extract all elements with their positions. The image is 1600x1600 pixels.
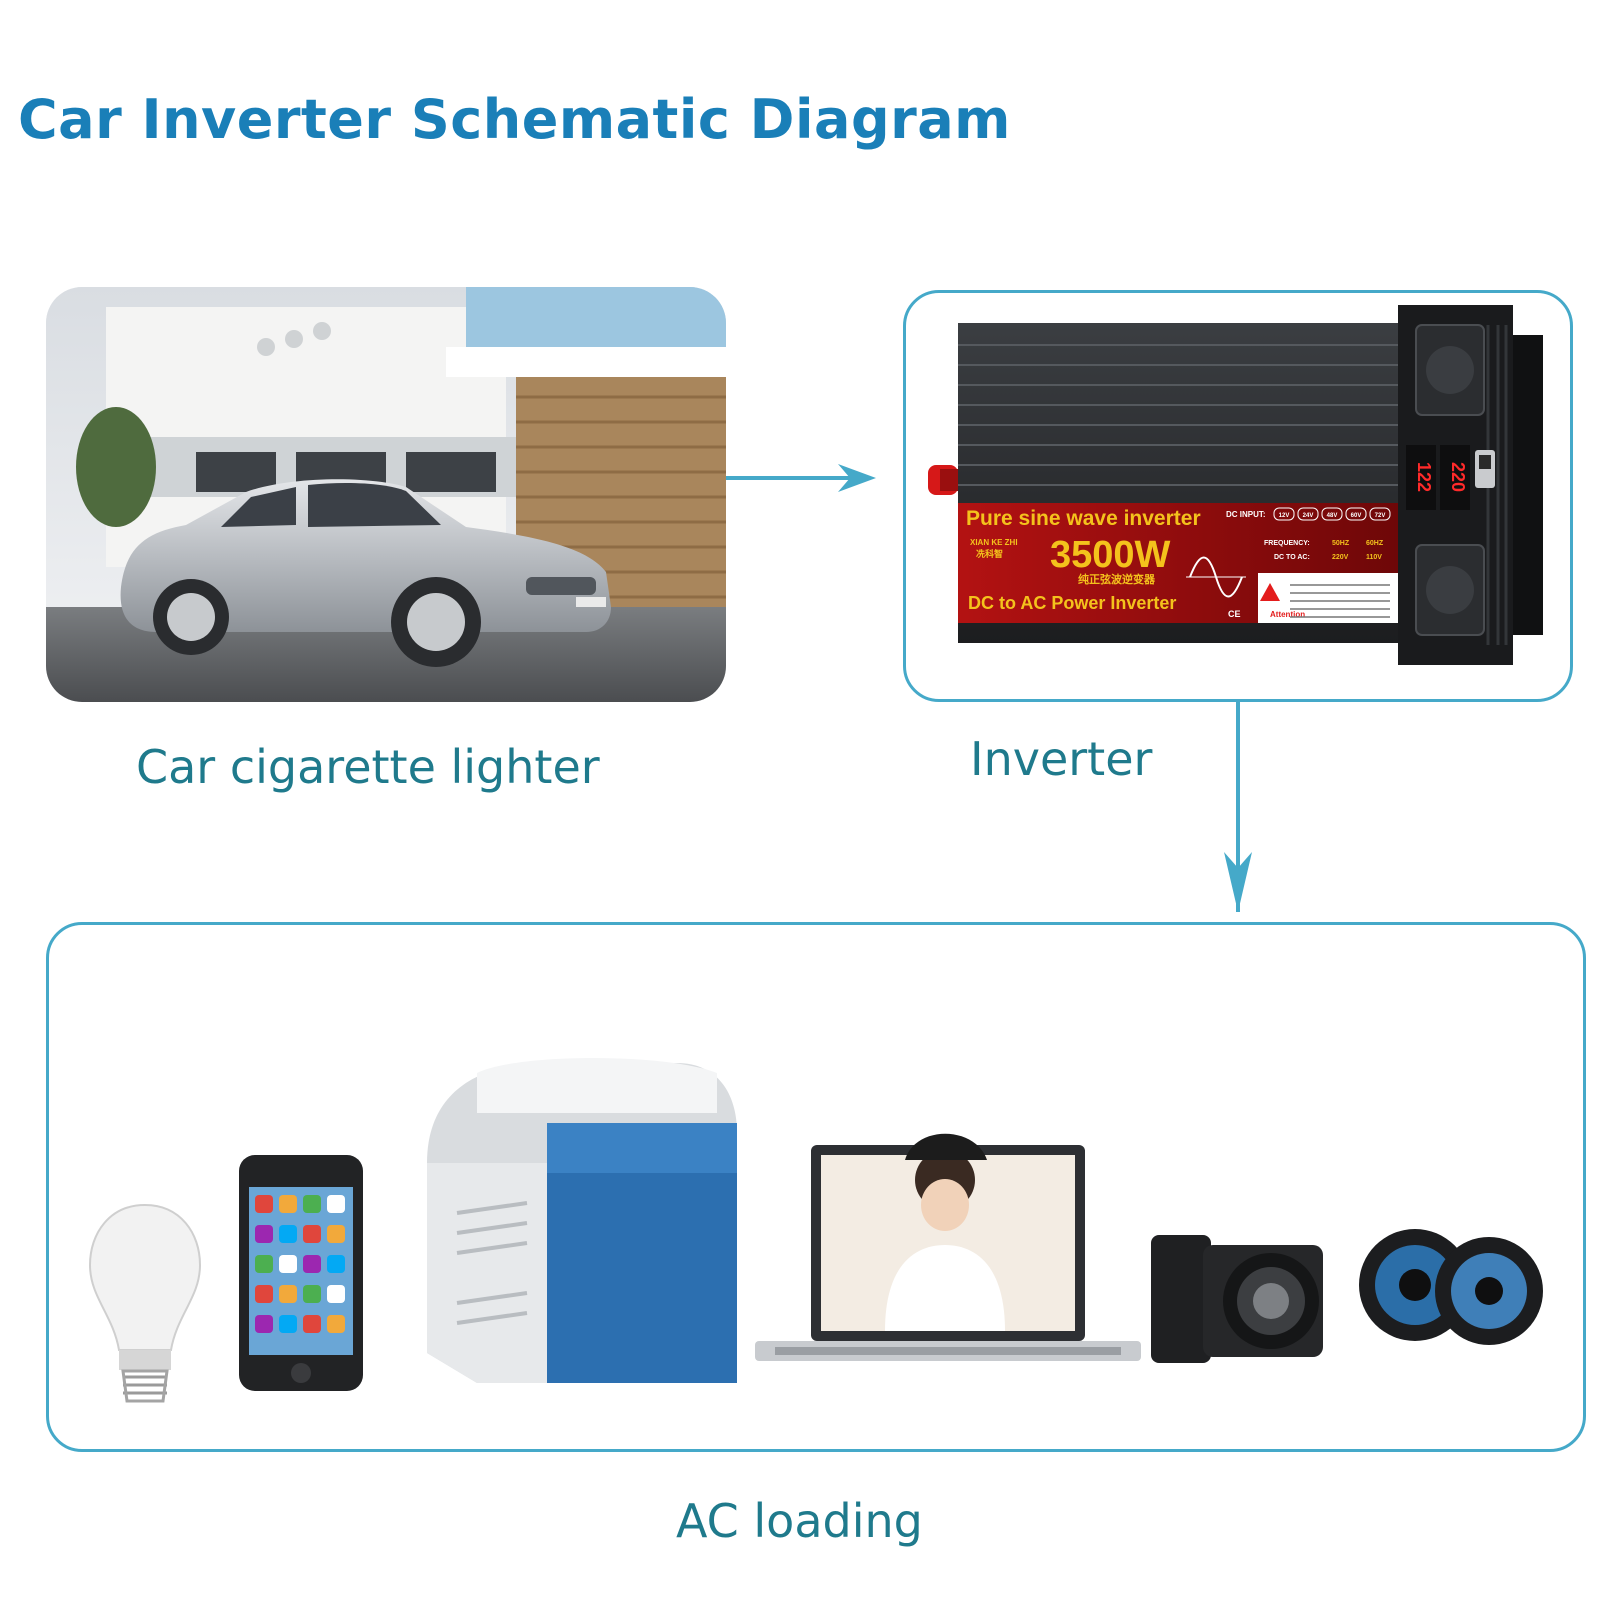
dc-to-ac-label: DC TO AC:	[1274, 554, 1310, 561]
app-icon	[255, 1285, 273, 1303]
smartphone-icon	[239, 1155, 363, 1391]
app-icon	[303, 1285, 321, 1303]
car-photo	[46, 287, 726, 702]
inverter-device: 122 220 Attention Pure sine wave inverte…	[928, 305, 1543, 665]
app-icon	[303, 1195, 321, 1213]
camera-icon	[1151, 1235, 1323, 1363]
dc-input-option: 12V	[1279, 513, 1290, 519]
page-title: Car Inverter Schematic Diagram	[18, 88, 1011, 151]
dc-input-chip	[1321, 507, 1343, 521]
inverter-headline: Pure sine wave inverter	[966, 507, 1201, 530]
app-icon	[327, 1255, 345, 1273]
frequency-label: FREQUENCY:	[1264, 540, 1310, 547]
frequency-option-2: 60HZ	[1366, 540, 1384, 547]
dc-input-chip	[1273, 507, 1295, 521]
dc-input-chip	[1345, 507, 1367, 521]
app-icon	[327, 1195, 345, 1213]
ac-loading-panel	[46, 922, 1586, 1452]
app-icon	[255, 1195, 273, 1213]
ac-loading-label: AC loading	[676, 1494, 923, 1548]
app-icon	[303, 1225, 321, 1243]
arrow-right-icon	[726, 464, 876, 492]
dc-input-option: 24V	[1303, 513, 1314, 519]
car-fridge-icon	[427, 1058, 737, 1383]
app-icon	[279, 1285, 297, 1303]
dc-to-ac-option-2: 110V	[1366, 554, 1382, 561]
display-value-2: 220	[1448, 462, 1468, 492]
app-icon	[303, 1255, 321, 1273]
inverter-power: 3500W	[1050, 534, 1171, 576]
app-icon	[303, 1315, 321, 1333]
frequency-option-1: 50HZ	[1332, 540, 1350, 547]
app-icon	[327, 1225, 345, 1243]
dc-input-chip	[1297, 507, 1319, 521]
app-icon	[255, 1315, 273, 1333]
app-icon	[279, 1195, 297, 1213]
inverter-label: Inverter	[970, 732, 1153, 786]
app-icon	[327, 1315, 345, 1333]
app-icon	[255, 1225, 273, 1243]
dc-input-label: DC INPUT:	[1226, 510, 1266, 519]
light-bulb-icon	[88, 1203, 202, 1403]
dc-input-option: 72V	[1375, 513, 1386, 519]
inverter-tagline: DC to AC Power Inverter	[968, 593, 1176, 613]
app-icon	[279, 1315, 297, 1333]
dc-input-option: 60V	[1351, 513, 1362, 519]
dc-input-chip	[1369, 507, 1391, 521]
car-label: Car cigarette lighter	[136, 740, 600, 794]
inverter-panel: 122 220 Attention Pure sine wave inverte…	[903, 290, 1573, 702]
laptop-icon	[755, 1133, 1141, 1361]
arrow-down-icon	[1224, 702, 1252, 912]
inverter-brand-cn: 冼科智	[976, 548, 1003, 559]
ce-mark: CE	[1228, 609, 1241, 619]
dc-to-ac-option-1: 220V	[1332, 554, 1349, 561]
warning-label: Attention	[1270, 610, 1305, 619]
inverter-brand: XIAN KE ZHI	[970, 538, 1018, 547]
dc-input-option: 48V	[1327, 513, 1338, 519]
speaker-icon	[1359, 1229, 1543, 1345]
app-icon	[327, 1285, 345, 1303]
display-value-1: 122	[1414, 462, 1434, 492]
app-icon	[279, 1255, 297, 1273]
app-icon	[255, 1255, 273, 1273]
app-icon	[279, 1225, 297, 1243]
car-photo-panel	[46, 287, 726, 702]
inverter-subtitle-cn: 纯正弦波逆变器	[1078, 572, 1156, 586]
